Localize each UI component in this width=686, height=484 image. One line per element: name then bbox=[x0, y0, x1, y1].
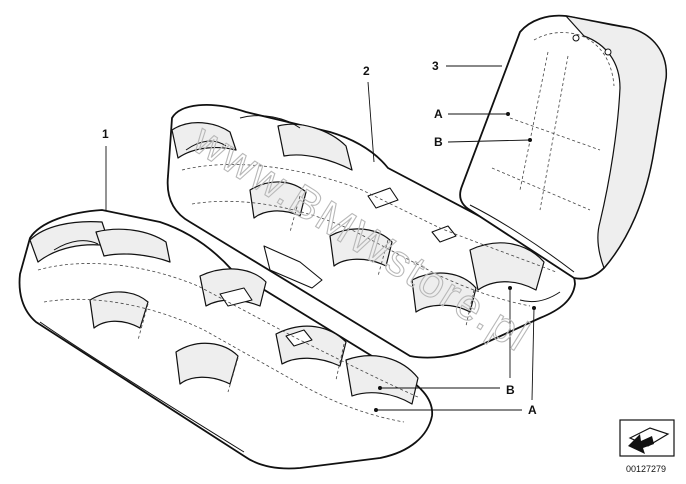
callout-front-a: A bbox=[528, 403, 537, 417]
rear-seat-cushion-part-2 bbox=[166, 103, 576, 359]
reference-box: 00127279 bbox=[619, 419, 675, 474]
leader-part-2 bbox=[367, 81, 375, 163]
callout-part-2: 2 bbox=[363, 64, 370, 78]
marker-backrest-a bbox=[506, 112, 510, 116]
marker-backrest-b bbox=[528, 138, 532, 142]
callout-labels: 1 2 3 A B B A bbox=[102, 59, 537, 417]
callout-part-1: 1 bbox=[102, 127, 109, 141]
leader-backrest-b bbox=[447, 139, 531, 143]
callout-front-b: B bbox=[506, 383, 515, 397]
marker-front-b-1 bbox=[378, 386, 382, 390]
leader-front-a-2 bbox=[531, 307, 535, 401]
direction-arrow-icon bbox=[628, 427, 670, 454]
backrest-section-part-3 bbox=[459, 14, 667, 280]
marker-front-a-2 bbox=[532, 306, 536, 310]
marker-front-b-2 bbox=[508, 286, 512, 290]
callout-backrest-a: A bbox=[434, 107, 443, 121]
part-id-label: 00127279 bbox=[626, 464, 666, 474]
marker-front-a-1 bbox=[374, 408, 378, 412]
front-seat-cushion-part-1 bbox=[18, 209, 433, 470]
callout-part-3: 3 bbox=[432, 59, 439, 73]
callout-backrest-b: B bbox=[434, 135, 443, 149]
